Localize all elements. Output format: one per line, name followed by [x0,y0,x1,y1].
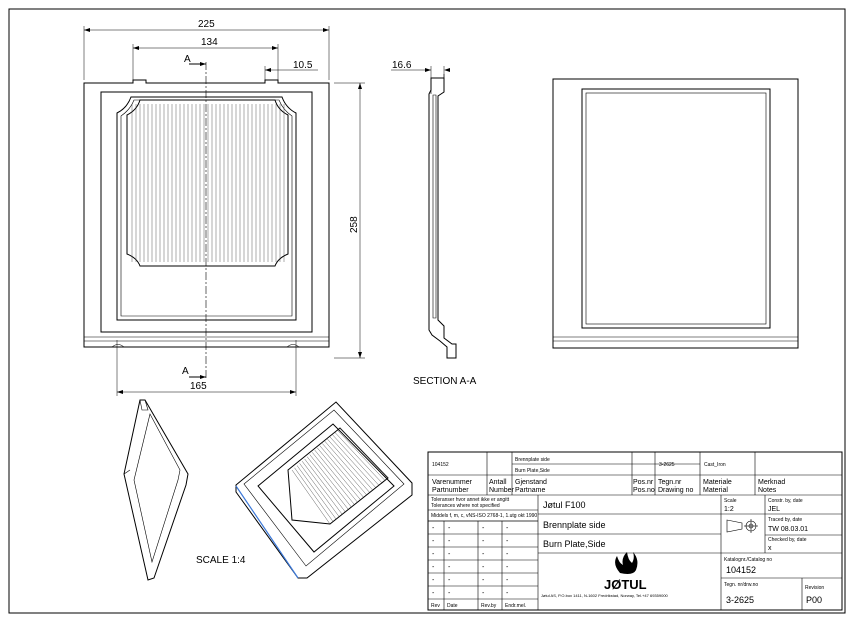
title-no: Brennplate side [543,520,606,530]
constr-value: JEL [768,506,780,513]
checked-value: x [768,545,772,552]
scale-field-label: Scale [724,498,737,504]
rev-cell: - [432,525,435,532]
rev-cell: - [448,564,451,571]
revision-value: P00 [806,595,822,605]
rev-hdr-date: Date [447,603,458,609]
sheet-border [8,8,846,614]
section-label: SECTION A-A [413,376,477,387]
rev-cell: - [506,538,509,545]
rev-cell: - [448,538,451,545]
rev-cell: - [432,564,435,571]
rev-hdr-endr: Endr.mel. [505,603,526,609]
hdr-drawingno: Drawing no [658,487,694,494]
hdr-notes: Notes [758,487,777,494]
rev-cell: - [506,590,509,597]
constr-label: Constr. by, date [768,498,803,504]
rev-cell: - [506,551,509,558]
hdr-partname: Partname [515,487,545,494]
rev-cell: - [482,525,485,532]
hdr-varenummer: Varenummer [432,479,473,486]
dim-overall-width: 225 [198,19,215,30]
hdr-tegnnr: Tegn.nr [658,479,682,486]
front-dimensions: 225 134 10.5 258 165 A A [83,19,365,396]
revision-label: Revision [805,585,824,591]
hdr-antall: Antall [489,479,507,486]
hdr-posnr: Pos.nr [633,479,654,486]
bom-material: Cast_Iron [704,462,726,468]
tolerance-en: Tolerances where not specified [431,503,500,509]
rev-cell: - [432,577,435,584]
traced-label: Traced by, date [768,517,802,523]
section-view: 16.6 SECTION A-A [391,60,477,387]
product-name: Jøtul F100 [543,500,586,510]
bom-drawing-no: 3-2625 [659,462,675,468]
rev-cell: - [432,538,435,545]
rev-cell: - [448,525,451,532]
drawing-value: 3-2625 [726,595,754,605]
dim-inner-width: 134 [201,37,218,48]
hdr-number: Number [489,487,515,494]
rev-cell: - [482,551,485,558]
section-marker-bottom: A [182,366,189,377]
bom-partnumber: 104152 [432,462,449,468]
checked-label: Checked by, date [768,537,807,543]
front-view [83,62,330,380]
title-block: 104152 Brennplate side Burn Plate,Side 3… [427,451,843,611]
hdr-gjenstand: Gjenstand [515,479,547,486]
rev-cell: - [432,551,435,558]
rev-cell: - [506,577,509,584]
dim-height: 258 [349,216,360,233]
iso-view-main [235,401,413,579]
scale-label: SCALE 1:4 [196,555,246,566]
dim-thickness: 16.6 [392,60,412,71]
section-marker-top: A [184,54,191,65]
company-address: Jøtul AS, P.O.box 1411, N-1602 Fredrikst… [541,593,669,598]
hdr-partnumber: Partnumber [432,487,469,494]
projection-symbol-icon [726,519,758,533]
hdr-posno: Pos.no [633,487,655,494]
catalog-value: 104152 [726,565,756,575]
rev-cell: - [432,590,435,597]
hdr-material: Material [703,487,728,494]
rev-cell: - [448,577,451,584]
brand-wordmark: JØTUL [604,577,647,592]
rev-cell: - [506,564,509,571]
iso-view-edge: SCALE 1:4 [123,399,246,581]
dim-bottom-width: 165 [190,381,207,392]
tolerance-std: Middels f, m, c, vNS-ISO 2768-1, 1.utg o… [431,513,537,519]
bom-name-en: Burn Plate,Side [515,468,550,474]
rev-hdr-rev: Rev [431,603,440,609]
rev-hdr-revby: Rev.by [481,603,497,609]
rev-cell: - [448,590,451,597]
rev-cell: - [482,590,485,597]
jotul-logo: JØTUL [604,552,647,592]
dim-tab-width: 10.5 [293,60,313,71]
rev-cell: - [482,538,485,545]
rev-cell: - [482,564,485,571]
tolerance-no: Toleranser hvor annet ikke er angitt [431,497,510,503]
rev-cell: - [482,577,485,584]
rev-cell: - [448,551,451,558]
catalog-label: Katalognr./Catalog no [724,557,772,563]
rev-cell: - [506,525,509,532]
title-en: Burn Plate,Side [543,539,606,549]
scale-field-value: 1:2 [724,506,734,513]
traced-value: TW 08.03.01 [768,526,808,533]
hdr-merknad: Merknad [758,479,785,486]
drawing-label: Tegn. nr/drw.no [724,582,758,588]
bom-name-no: Brennplate side [515,457,550,463]
back-view [552,78,799,349]
hdr-materiale: Materiale [703,479,732,486]
